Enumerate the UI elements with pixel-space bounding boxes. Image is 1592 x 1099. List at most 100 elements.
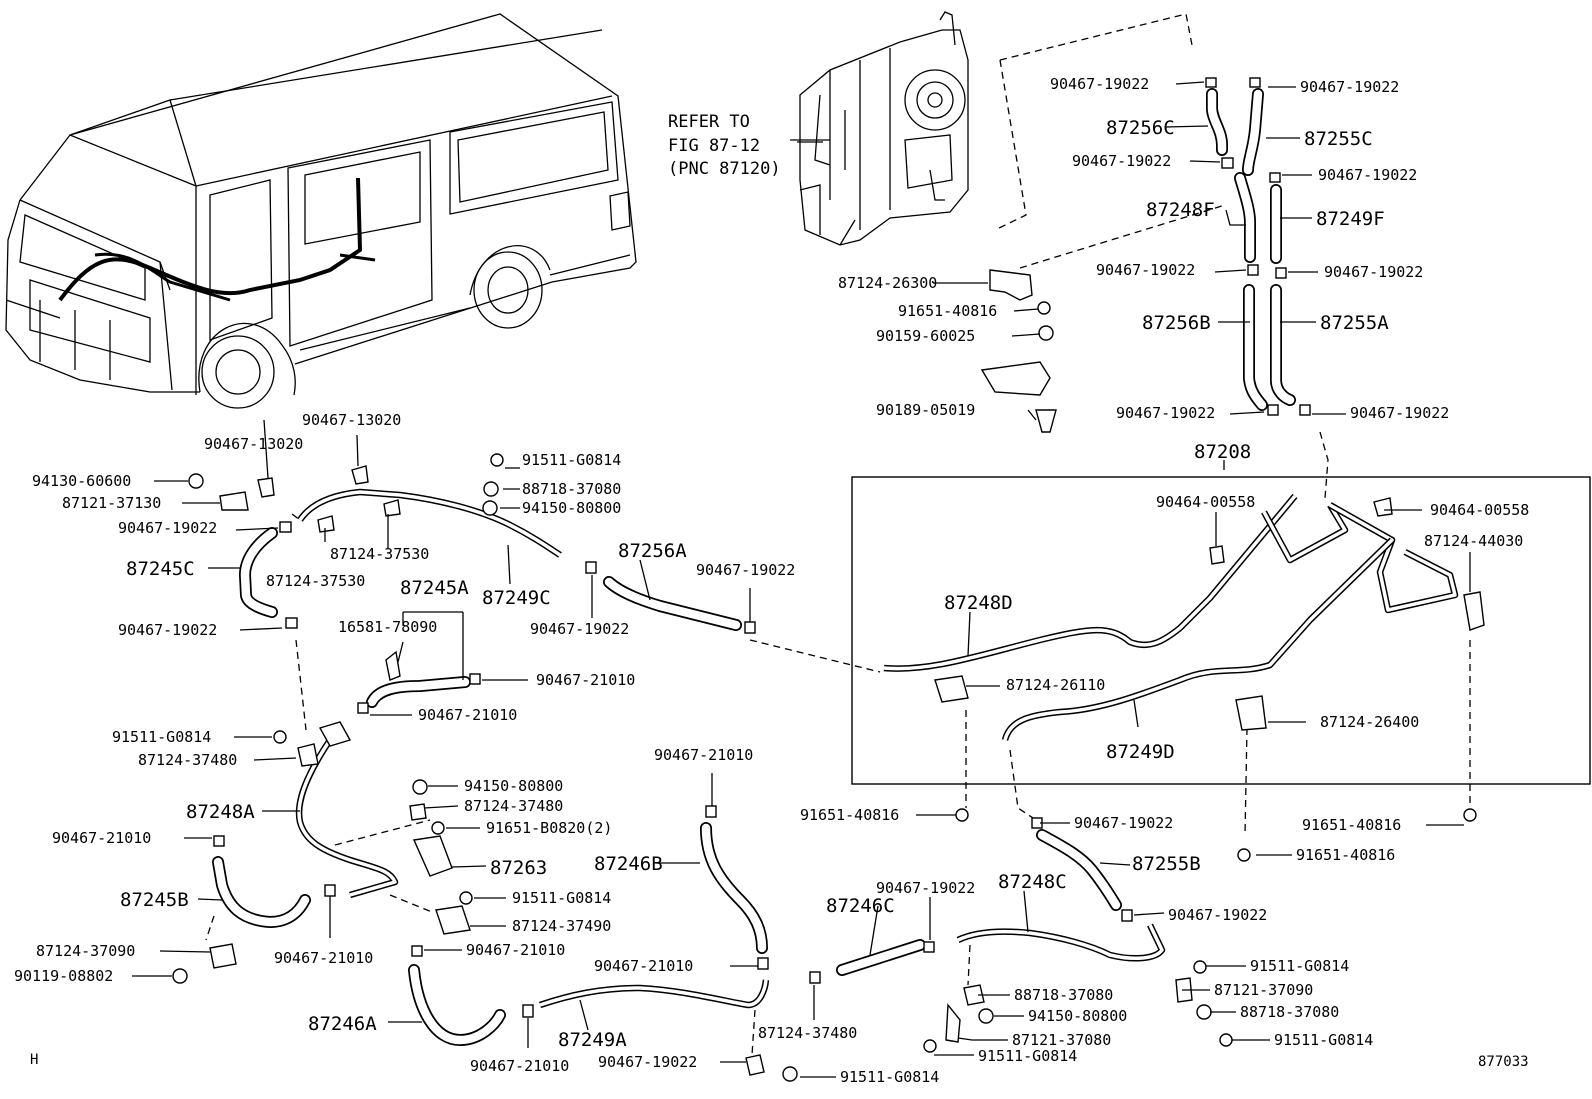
- part-label-g01: 91651-40816: [800, 806, 899, 824]
- heater-unit-illustration: [790, 11, 969, 246]
- pnc-87248A: 87248A: [186, 801, 255, 823]
- part-label-c09: 88718-37080: [522, 480, 621, 498]
- van-illustration: [5, 13, 637, 409]
- part-label-c13: 90467-19022: [118, 621, 217, 639]
- part-label-c11: 90467-19022: [696, 561, 795, 579]
- part-label-c08: 91511-G0814: [522, 451, 621, 469]
- part-label-c07: 87124-37530: [266, 572, 365, 590]
- part-label-e04: 87124-37480: [464, 797, 563, 815]
- part-label-a01: 90467-19022: [1050, 75, 1149, 93]
- pnc-87256B: 87256B: [1142, 312, 1211, 334]
- part-label-d04: 87124-26110: [1006, 676, 1105, 694]
- part-label-d05: 87124-26400: [1320, 713, 1419, 731]
- leader-lines: [132, 81, 1471, 1078]
- part-label-f01: 90467-21010: [654, 746, 753, 764]
- part-label-b02: 91651-40816: [898, 302, 997, 320]
- part-label-c04: 87121-37130: [62, 494, 161, 512]
- part-label-d01: 90464-00558: [1156, 493, 1255, 511]
- part-label-h07: 88718-37080: [1240, 1003, 1339, 1021]
- pnc-87249C: 87249C: [482, 587, 551, 609]
- part-label-h03: 87121-37080: [1012, 1031, 1111, 1049]
- part-label-e03: 94150-80800: [464, 777, 563, 795]
- reference-note-line1: REFER TO: [668, 112, 750, 132]
- pnc-87245B: 87245B: [120, 889, 189, 911]
- pnc-87248C: 87248C: [998, 871, 1067, 893]
- reference-note-line3: (PNC 87120): [668, 159, 781, 179]
- part-label-e05: 91651-B0820(2): [486, 819, 612, 837]
- pnc-87246B: 87246B: [594, 853, 663, 875]
- part-label-a04: 90467-19022: [1318, 166, 1417, 184]
- part-label-c15: 90467-21010: [536, 671, 635, 689]
- part-label-e06: 90467-21010: [52, 829, 151, 847]
- pnc-87263: 87263: [490, 857, 547, 879]
- part-label-f06: 91511-G0814: [840, 1068, 939, 1086]
- part-label-f03: 90467-21010: [470, 1057, 569, 1075]
- part-label-b04: 90189-05019: [876, 401, 975, 419]
- part-label-h05: 91511-G0814: [1250, 957, 1349, 975]
- part-label-g05: 90467-19022: [876, 879, 975, 897]
- part-label-f04: 90467-19022: [598, 1053, 697, 1071]
- pnc-87249F: 87249F: [1316, 208, 1385, 230]
- part-label-g06: 90467-19022: [1168, 906, 1267, 924]
- part-label-c16: 90467-21010: [418, 706, 517, 724]
- pnc-87255B: 87255B: [1132, 853, 1201, 875]
- part-label-c05: 90467-19022: [118, 519, 217, 537]
- pnc-87255A: 87255A: [1320, 312, 1389, 334]
- pnc-87256A: 87256A: [618, 540, 687, 562]
- part-label-c01: 90467-13020: [302, 411, 401, 429]
- part-label-a07: 90467-19022: [1116, 404, 1215, 422]
- corner-code: H: [30, 1052, 38, 1068]
- part-label-e09: 90467-21010: [274, 949, 373, 967]
- part-label-c14: 16581-78090: [338, 618, 437, 636]
- hoses: [212, 88, 1296, 1046]
- part-label-e01: 91511-G0814: [112, 728, 211, 746]
- part-label-h04: 91511-G0814: [978, 1047, 1077, 1065]
- pnc-labels: 87256C 87255C 87248F 87249F 87256B 87255…: [120, 117, 1389, 1051]
- pnc-87208: 87208: [1194, 441, 1251, 463]
- part-label-d02: 90464-00558: [1430, 501, 1529, 519]
- part-label-f02: 90467-21010: [594, 957, 693, 975]
- pnc-87248F: 87248F: [1146, 199, 1215, 221]
- part-label-g02: 90467-19022: [1074, 814, 1173, 832]
- part-label-d03: 87124-44030: [1424, 532, 1523, 550]
- part-label-a06: 90467-19022: [1324, 263, 1423, 281]
- part-label-e07: 91511-G0814: [512, 889, 611, 907]
- pnc-87248D: 87248D: [944, 592, 1013, 614]
- pipes: [295, 488, 1459, 1009]
- part-label-a05: 90467-19022: [1096, 261, 1195, 279]
- part-label-c12: 90467-19022: [530, 620, 629, 638]
- part-label-e11: 90119-08802: [14, 967, 113, 985]
- part-label-f05: 87124-37480: [758, 1024, 857, 1042]
- part-label-c02: 90467-13020: [204, 435, 303, 453]
- part-label-a03: 90467-19022: [1072, 152, 1171, 170]
- part-label-c10: 94150-80800: [522, 499, 621, 517]
- part-label-h08: 91511-G0814: [1274, 1031, 1373, 1049]
- part-label-a08: 90467-19022: [1350, 404, 1449, 422]
- part-label-h02: 94150-80800: [1028, 1007, 1127, 1025]
- dashed-connection-lines: [205, 431, 1471, 1056]
- part-label-h01: 88718-37080: [1014, 986, 1113, 1004]
- part-label-c06: 87124-37530: [330, 545, 429, 563]
- pnc-87249A: 87249A: [558, 1029, 627, 1051]
- part-label-e02: 87124-37480: [138, 751, 237, 769]
- part-label-e10: 87124-37090: [36, 942, 135, 960]
- pnc-87255C: 87255C: [1304, 128, 1373, 150]
- pnc-87246C: 87246C: [826, 895, 895, 917]
- part-label-g03: 91651-40816: [1296, 846, 1395, 864]
- part-label-a02: 90467-19022: [1300, 78, 1399, 96]
- reference-note-line2: FIG 87-12: [668, 136, 760, 156]
- part-label-b03: 90159-60025: [876, 327, 975, 345]
- part-label-e12: 90467-21010: [466, 941, 565, 959]
- part-label-h06: 87121-37090: [1214, 981, 1313, 999]
- pnc-87256C: 87256C: [1106, 117, 1175, 139]
- pnc-87249D: 87249D: [1106, 741, 1175, 763]
- part-label-g04: 91651-40816: [1302, 816, 1401, 834]
- fasteners: [172, 77, 1485, 1082]
- assembly-87208-frame: [851, 476, 1591, 785]
- pnc-87246A: 87246A: [308, 1013, 377, 1035]
- part-label-c03: 94130-60600: [32, 472, 131, 490]
- part-label-b01: 87124-26300: [838, 274, 937, 292]
- figure-number: 877033: [1478, 1054, 1529, 1070]
- part-label-e08: 87124-37490: [512, 917, 611, 935]
